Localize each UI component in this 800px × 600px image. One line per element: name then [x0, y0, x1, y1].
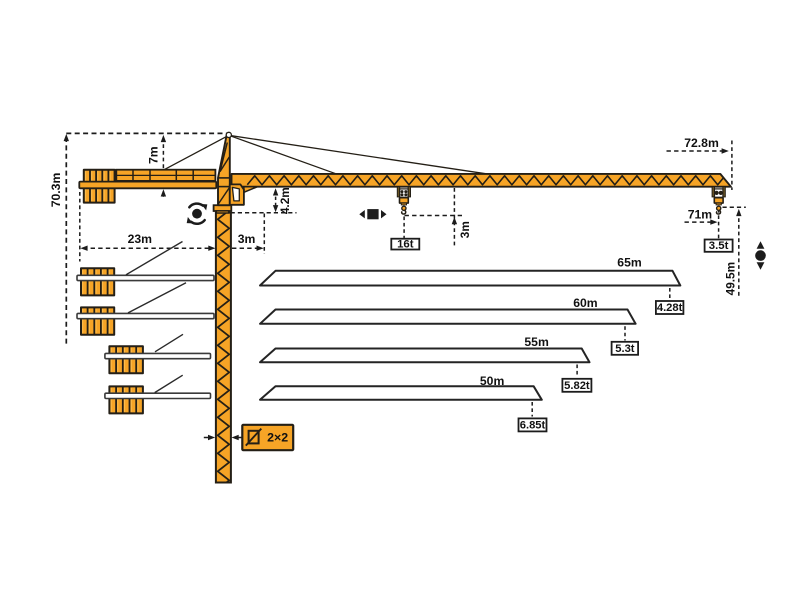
anchor-tie-2 — [127, 282, 187, 314]
capacity-max-box-text: 16t — [397, 239, 414, 251]
jib-variant-load-box-text: 4.28t — [657, 302, 683, 314]
dimension-arrowhead — [272, 205, 279, 213]
anchor-block-2 — [80, 306, 116, 336]
jib-variant-length-label: 55m — [524, 335, 549, 349]
jib-variant-load-box: 4.28t — [655, 300, 685, 315]
anchor-bar-4 — [104, 392, 212, 400]
slewing-base — [215, 210, 230, 214]
anchor-block-4 — [108, 385, 144, 415]
jib-variant-load-box-text: 6.85t — [520, 419, 546, 431]
cab-window — [231, 186, 240, 202]
trolley-tip — [711, 186, 726, 215]
dim-label-hook-height: 49.5m — [724, 262, 738, 295]
jib-variant-blade — [259, 308, 637, 325]
legend-symbols — [186, 202, 766, 270]
dimension-arrowhead — [721, 148, 729, 154]
counter-jib-platform — [115, 168, 217, 182]
pendant-cable-3 — [228, 134, 489, 175]
slewing-arrowhead-cw — [201, 203, 208, 211]
dimension-arrowhead — [359, 210, 365, 219]
dim-label-total-height: 70.3m — [49, 173, 63, 208]
dimension-arrowhead — [736, 208, 742, 217]
dimension-arrowhead — [160, 134, 167, 143]
counter-jib-beam — [78, 180, 218, 190]
apex-pin — [225, 131, 233, 139]
jib-variant-load-box: 6.85t — [517, 417, 548, 433]
jib-variant-load-box: 5.82t — [561, 377, 593, 393]
dimension-arrowhead — [756, 262, 765, 270]
tower-mast — [214, 211, 232, 484]
dim-label-max-radius: 72.8m — [684, 136, 719, 150]
jib-variant-load-box-text: 5.3t — [615, 343, 635, 355]
jib-root-gusset — [243, 185, 259, 194]
jib-variant-load-box-text: 5.82t — [564, 380, 590, 392]
dimension-arrowhead — [63, 133, 69, 142]
dimension-arrowhead — [451, 217, 458, 225]
jib-variant-length-label: 60m — [573, 296, 598, 310]
jib-variant-2: 55m 5.82t — [259, 335, 593, 393]
mast-section-icon — [247, 429, 260, 445]
capacity-max-box: 16t — [390, 237, 421, 251]
dimension-arrowhead — [208, 245, 216, 251]
dim-label-root: 3m — [238, 232, 256, 246]
trolley-travel-icon — [359, 209, 387, 220]
anchor-tie-4 — [154, 374, 184, 394]
jib-variant-blade — [259, 269, 682, 287]
dimension-arrowhead — [231, 434, 239, 441]
anchor-tie-1 — [125, 240, 183, 276]
mast-section-icon-slash — [245, 427, 263, 447]
jib — [230, 172, 732, 188]
dimension-arrowhead — [160, 189, 167, 197]
dim-label-depth: 4.2m — [278, 187, 292, 214]
capacity-tip-box: 3.5t — [703, 238, 734, 253]
jib-variants: 65m 4.28t 60m 5.3t 55m 5.82t 50m 6.85t — [259, 255, 685, 433]
dimension-arrowhead — [272, 188, 279, 196]
dim-label-tower-top: 7m — [146, 146, 160, 164]
jib-variant-blade — [259, 347, 591, 364]
pendant-cable-2 — [228, 134, 338, 175]
dimension-arrowhead — [80, 245, 88, 251]
jib-variant-length-label: 65m — [617, 255, 642, 269]
capacity-tip-box-text: 3.5t — [709, 240, 729, 252]
mast-section-label: 2×2 — [203, 423, 295, 452]
tower-top — [217, 133, 231, 207]
jib-variant-0: 65m 4.28t — [259, 255, 685, 315]
anchor-block-1 — [80, 267, 116, 297]
dim-label-hook-drop: 3m — [458, 221, 472, 238]
jib-variant-3: 50m 6.85t — [259, 374, 548, 433]
dim-label-tip-radius: 71m — [688, 207, 713, 221]
hoist-icon — [755, 241, 766, 270]
slewing-arrowhead-ccw — [186, 216, 193, 224]
dim-label-counter-jib: 23m — [128, 232, 153, 246]
anchor-bar-2 — [76, 312, 215, 320]
dimension-arrowhead — [756, 241, 765, 249]
dimension-arrowhead — [710, 219, 718, 225]
anchor-block-3 — [108, 345, 144, 375]
ballast-anchors — [76, 240, 215, 415]
operator-cab — [228, 183, 245, 206]
anchor-bar-1 — [76, 274, 215, 282]
jib-variant-load-box: 5.3t — [610, 340, 639, 356]
crane — [78, 131, 732, 484]
anchor-tie-3 — [154, 333, 184, 353]
mast-section-text: 2×2 — [267, 431, 288, 445]
dimension-arrowhead — [208, 434, 216, 441]
jib-variant-blade — [259, 385, 543, 401]
jib-variant-1: 60m 5.3t — [259, 296, 639, 356]
dimension-arrowhead — [381, 210, 387, 219]
anchor-bar-3 — [104, 352, 212, 360]
dimension-arrowhead — [256, 245, 264, 251]
slewing-icon — [186, 202, 208, 225]
pendant-cable-1 — [162, 134, 230, 171]
jib-variant-length-label: 50m — [480, 374, 505, 388]
trolley-mid — [396, 186, 412, 215]
